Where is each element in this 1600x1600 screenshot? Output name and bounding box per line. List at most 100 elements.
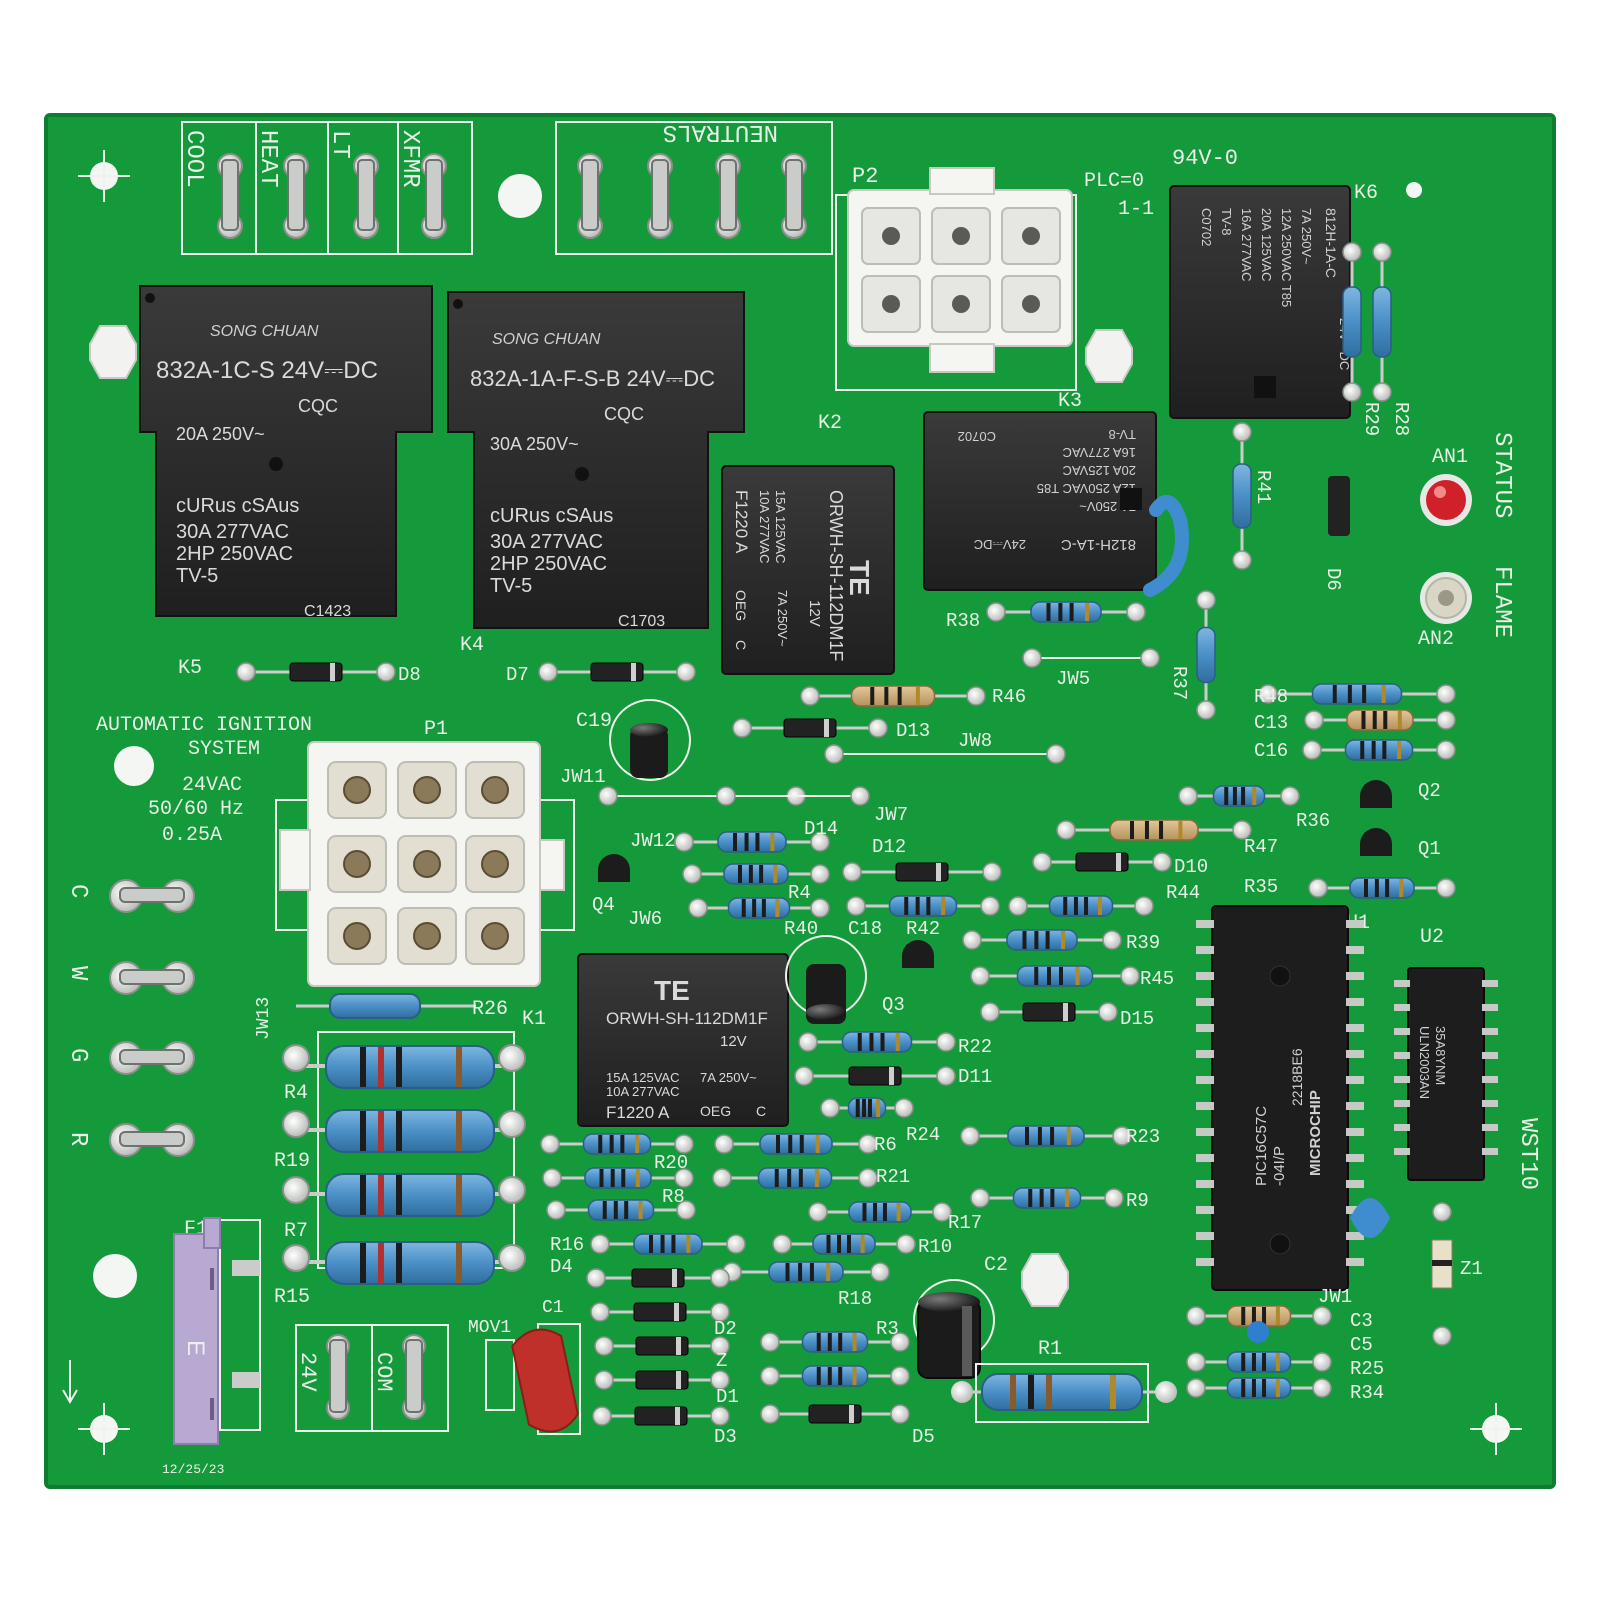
label-r41: R41 bbox=[1252, 470, 1274, 504]
k1-r2: 10A 277VAC bbox=[606, 1084, 679, 1099]
label-k1: K1 bbox=[522, 1008, 546, 1031]
ic-u1-microcontroller: U1 PIC16C57C -04I/P 2218BE6 MICROCHIP bbox=[1196, 905, 1370, 1291]
capacitor-c2: C2 bbox=[913, 1254, 1008, 1379]
label-p2: P2 bbox=[852, 164, 878, 189]
label-r8: R8 bbox=[662, 1186, 685, 1208]
label-k6: K6 bbox=[1354, 182, 1378, 205]
label-r47: R47 bbox=[1244, 836, 1278, 858]
label-d10: D10 bbox=[1174, 856, 1208, 878]
top-terminal-block: COOL HEAT LT XFMR bbox=[180, 121, 473, 255]
label-r7: R7 bbox=[284, 1220, 308, 1243]
k5-code: C1423 bbox=[304, 603, 351, 620]
k5-rating1: 20A 250V~ bbox=[176, 424, 265, 444]
label-r25: R25 bbox=[1350, 1358, 1384, 1380]
label-c13: C13 bbox=[1254, 712, 1288, 734]
label-r1: R1 bbox=[1038, 1338, 1062, 1361]
label-an2: AN2 bbox=[1418, 628, 1454, 651]
label-r40: R40 bbox=[784, 918, 818, 940]
k4-brand: SONG CHUAN bbox=[492, 331, 601, 348]
label-w: W bbox=[64, 966, 91, 981]
u1-brand: MICROCHIP bbox=[1307, 1090, 1324, 1176]
status-led-red bbox=[1426, 480, 1466, 520]
relay-k5: SONG CHUAN 832A-1C-S 24V⎓DC CQC 20A 250V… bbox=[139, 285, 433, 620]
ignition-line-3: 24VAC bbox=[182, 774, 242, 797]
u1-line3: 2218BE6 bbox=[1289, 1048, 1305, 1106]
label-u2: U2 bbox=[1420, 926, 1444, 949]
k1-v: 12V bbox=[720, 1033, 747, 1050]
relay-k1: K1 TE ORWH-SH-112DM1F 12V 15A 125VAC 10A… bbox=[522, 953, 789, 1127]
power-resistors: R4 R19 R7 R15 bbox=[274, 1031, 526, 1309]
label-cool: COOL bbox=[180, 130, 207, 188]
k6-r1: 16A 277VAC bbox=[1239, 208, 1254, 281]
k1-c: C bbox=[756, 1103, 766, 1119]
label-d11: D11 bbox=[958, 1066, 992, 1088]
label-k5: K5 bbox=[178, 657, 202, 680]
label-r16: R16 bbox=[550, 1234, 584, 1256]
fuse-letter: E bbox=[182, 1340, 209, 1356]
label-r36: R36 bbox=[1296, 810, 1330, 832]
label-r22: R22 bbox=[958, 1036, 992, 1058]
plastic-standoffs bbox=[89, 325, 1133, 1307]
label-r19: R19 bbox=[274, 1150, 310, 1173]
k4-rating4: TV-5 bbox=[490, 575, 532, 597]
label-jw5: JW5 bbox=[1056, 668, 1090, 690]
label-neutrals: NEUTRALS bbox=[663, 118, 778, 145]
p2-connector: P2 bbox=[835, 164, 1077, 391]
k3-code: C0702 bbox=[958, 429, 996, 444]
label-q1: Q1 bbox=[1418, 838, 1441, 860]
k6-r4: 7A 250V~ bbox=[1299, 208, 1314, 265]
k4-model: 832A-1A-F-S-B 24V⎓DC bbox=[470, 366, 715, 391]
k3-r2: 20A 125VAC bbox=[1063, 463, 1136, 478]
label-d13: D13 bbox=[896, 720, 930, 742]
label-r18: R18 bbox=[838, 1288, 872, 1310]
label-r37: R37 bbox=[1168, 666, 1190, 700]
ignition-line-4: 50/60 Hz bbox=[148, 798, 244, 821]
k2-oeg: OEG bbox=[733, 590, 749, 621]
label-r20: R20 bbox=[654, 1152, 688, 1174]
label-c1: C1 bbox=[542, 1298, 564, 1318]
label-z1: Z1 bbox=[1460, 1258, 1483, 1280]
label-jw11: JW11 bbox=[560, 766, 606, 788]
k5-rating2: 30A 277VAC bbox=[176, 521, 289, 543]
k2-code: F1220 A bbox=[732, 490, 751, 554]
k4-rating1: 30A 250V~ bbox=[490, 434, 579, 454]
k4-cert: cURus cSAus bbox=[490, 505, 613, 527]
k6-r2: 20A 125VAC bbox=[1259, 208, 1274, 281]
k4-code: C1703 bbox=[618, 613, 665, 630]
k2-r2: 10A 277VAC bbox=[757, 490, 772, 563]
ceramic-capacitor bbox=[1143, 495, 1189, 597]
resistor-r1: R1 bbox=[951, 1338, 1177, 1423]
label-c18: C18 bbox=[848, 918, 882, 940]
k3-voltage: 24V⎓DC bbox=[974, 537, 1026, 552]
label-d6: D6 bbox=[1322, 568, 1344, 591]
k5-cqc: CQC bbox=[298, 396, 338, 416]
label-r21: R21 bbox=[876, 1166, 910, 1188]
u2-line2: 35A8YNM bbox=[1433, 1026, 1448, 1085]
label-94v0: 94V-0 bbox=[1172, 146, 1238, 171]
relay-k6: C0702 TV-8 16A 277VAC 20A 125VAC 12A 250… bbox=[1169, 185, 1352, 419]
ignition-line-1: AUTOMATIC IGNITION bbox=[96, 714, 312, 737]
label-k2: K2 bbox=[818, 412, 842, 435]
k1-brand: TE bbox=[654, 975, 690, 1006]
label-d12: D12 bbox=[872, 836, 906, 858]
k6-code: C0702 bbox=[1199, 208, 1214, 246]
label-status: STATUS bbox=[1488, 432, 1515, 518]
relay-k4: SONG CHUAN 832A-1A-F-S-B 24V⎓DC CQC 30A … bbox=[447, 291, 745, 630]
label-d4: D4 bbox=[550, 1256, 573, 1278]
label-q2: Q2 bbox=[1418, 780, 1441, 802]
label-an1: AN1 bbox=[1432, 446, 1468, 469]
k3-model: 812H-1A-C bbox=[1061, 536, 1136, 553]
k2-model: ORWH-SH-112DM1F bbox=[826, 490, 846, 661]
label-plc: PLC=0 bbox=[1084, 170, 1144, 193]
label-r39: R39 bbox=[1126, 932, 1160, 954]
k1-code: F1220 A bbox=[606, 1103, 670, 1122]
relay-k2: K2 TE ORWH-SH-112DM1F 12V 15A 125VAC 10A… bbox=[721, 412, 895, 675]
label-c16: C16 bbox=[1254, 740, 1288, 762]
arrow-down-icon bbox=[62, 1360, 78, 1404]
k5-model: 832A-1C-S 24V⎓DC bbox=[156, 357, 378, 384]
label-d5: D5 bbox=[912, 1426, 935, 1448]
label-r26: R26 bbox=[472, 998, 508, 1021]
k1-oeg: OEG bbox=[700, 1103, 731, 1119]
k4-cqc: CQC bbox=[604, 404, 644, 424]
